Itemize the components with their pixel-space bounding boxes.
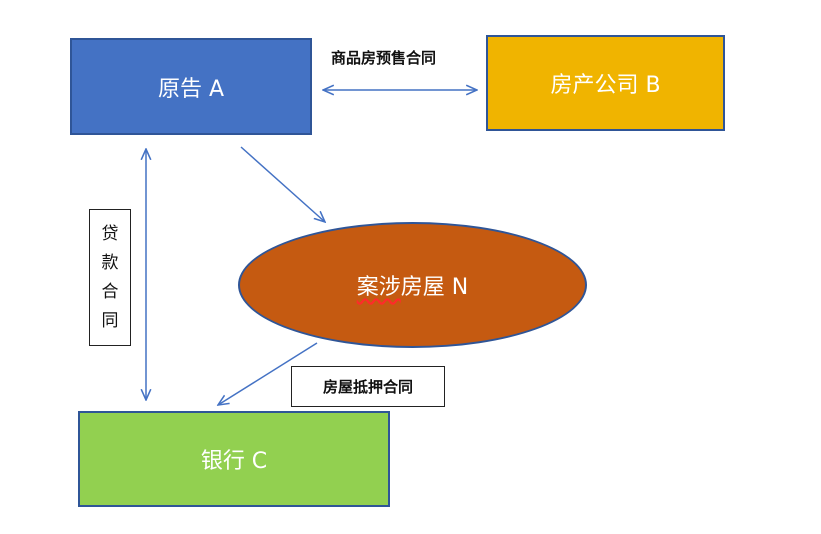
- loan-char: 合: [101, 281, 119, 302]
- property-label-suffix: N: [444, 275, 469, 300]
- plaintiff-to-property-arrow: [240, 146, 325, 222]
- property-label: 案涉房屋 N: [357, 269, 468, 301]
- loan-char: 款: [101, 252, 119, 273]
- plaintiff-box: 原告 A: [70, 38, 312, 135]
- bank-label: 银行 C: [200, 449, 268, 474]
- presale-contract-label: 商品房预售合同: [331, 49, 437, 67]
- company-box: 房产公司 B: [486, 35, 725, 131]
- mortgage-contract-text: 房屋抵押合同: [322, 378, 413, 396]
- mortgage-contract-label: 房屋抵押合同: [291, 366, 445, 407]
- company-label: 房产公司 B: [550, 73, 661, 98]
- property-label-main: 房屋: [400, 275, 445, 300]
- loan-char: 同: [101, 310, 119, 331]
- loan-char: 贷: [101, 223, 119, 244]
- loan-contract-label: 贷 款 合 同: [89, 209, 131, 346]
- plaintiff-label: 原告 A: [157, 76, 225, 102]
- property-label-prefix: 案涉: [356, 275, 401, 300]
- bank-box: 银行 C: [78, 411, 390, 507]
- property-ellipse: 案涉房屋 N: [238, 222, 587, 348]
- property-to-bank-arrow: [218, 342, 318, 405]
